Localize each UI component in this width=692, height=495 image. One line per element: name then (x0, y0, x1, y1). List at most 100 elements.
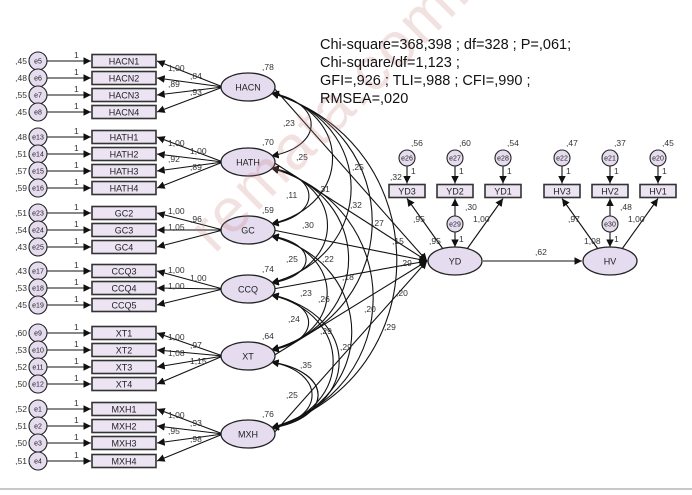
factor-loading: ,92 (168, 154, 180, 164)
indicator-box (436, 183, 474, 199)
indicator-box (91, 435, 157, 451)
indicator-label: HV2 (601, 186, 619, 196)
factor-loading: 1,05 (168, 222, 185, 232)
covariance-value: ,25 (286, 254, 298, 264)
covariance-value: ,22 (322, 254, 334, 264)
error-circle (446, 149, 464, 167)
error-label: e2 (34, 424, 42, 431)
fixed-weight: 1 (74, 219, 79, 229)
error-circle (398, 149, 416, 167)
indicator-label: MXH3 (111, 438, 136, 448)
indicator-label: HATH1 (110, 132, 139, 142)
indicator-box (91, 280, 157, 296)
indicator-xt1: XT1 (91, 325, 157, 341)
error-label: e11 (32, 365, 43, 372)
fixed-weight: 1 (74, 294, 79, 304)
indicator-mxh2: MXH2 (91, 418, 157, 434)
fixed-weight: 1 (411, 166, 416, 176)
bottom-divider (0, 488, 692, 490)
error-node-e23: e23 (28, 203, 48, 223)
indicator-box (91, 129, 157, 145)
indicator-box (639, 183, 677, 199)
factor-loading: 1,00 (168, 281, 185, 291)
error-label: e15 (32, 169, 44, 176)
indicator-box (91, 297, 157, 313)
endo-loading: ,97 (568, 214, 580, 224)
error-circle (28, 374, 48, 394)
loading-path (156, 229, 224, 249)
loading-path (156, 75, 224, 88)
error-node-e7: e7 (28, 85, 48, 105)
error-circle (28, 237, 48, 257)
fixed-weight: 1 (74, 432, 79, 442)
fixed-weight: 1 (74, 356, 79, 366)
indicator-mxh4: MXH4 (91, 453, 157, 469)
latent-gc: GC (220, 215, 276, 245)
error-label: e7 (34, 93, 42, 100)
covariance-arc (270, 233, 307, 286)
loading-path (156, 86, 224, 98)
loading-path (156, 161, 224, 174)
indicator-label: XT4 (116, 379, 133, 389)
factor-loading: ,98 (190, 434, 202, 444)
fixed-weight: 1 (74, 398, 79, 408)
error-node-e3: e3 (28, 433, 48, 453)
factor-loading: ,89 (168, 79, 180, 89)
error-node-e12: e12 (28, 374, 48, 394)
error-node-e19: e19 (28, 295, 48, 315)
fit-line-chi-df: Chi-square/df=1,123 ; (320, 55, 460, 71)
loading-path (156, 346, 224, 357)
fixed-weight: 1 (74, 126, 79, 136)
structural-path (272, 260, 428, 357)
error-label: e14 (32, 152, 44, 159)
loading-path (156, 86, 224, 113)
loading-path (406, 198, 444, 250)
error-variance: ,45 (15, 107, 27, 117)
error-node-e21: e21 (601, 149, 619, 167)
error-variance: ,45 (15, 56, 27, 66)
indicator-hath2: HATH2 (91, 146, 157, 162)
error-variance: ,52 (15, 404, 27, 414)
loading-path (156, 60, 224, 88)
error-circle (494, 149, 512, 167)
error-node-e10: e10 (28, 340, 48, 360)
indicator-ccq3: CCQ3 (91, 263, 157, 279)
path-coefficient: ,20 (396, 288, 408, 298)
error-label: e13 (32, 135, 44, 142)
indicator-label: XT1 (116, 328, 133, 338)
error-circle (28, 178, 48, 198)
endo-loading: 1,00 (628, 214, 645, 224)
disturbance-e30: e30 (601, 215, 619, 233)
indicator-label: GC4 (115, 242, 134, 252)
error-node-e13: e13 (28, 127, 48, 147)
error-label: e6 (34, 76, 42, 83)
fixed-weight: 1 (74, 322, 79, 332)
error-variance: ,50 (15, 438, 27, 448)
disturbance-e29: e29 (446, 215, 464, 233)
latent-ellipse (582, 246, 638, 276)
error-node-e15: e15 (28, 161, 48, 181)
fixed-weight: 1 (74, 101, 79, 111)
path-coefficient: ,29 (384, 322, 396, 332)
error-node-e1: e1 (28, 399, 48, 419)
fit-line-chi-square: Chi-square=368,398 ; df=328 ; P=,061; (320, 37, 572, 53)
factor-loading: 1,00 (168, 206, 185, 216)
latent-hacn: HACN (220, 72, 276, 102)
latent-label: HACN (235, 82, 261, 92)
error-circle (28, 451, 48, 471)
factor-loading: 1,00 (168, 63, 185, 73)
fixed-weight: 1 (74, 202, 79, 212)
error-variance: ,56 (411, 138, 423, 148)
error-variance: ,53 (15, 345, 27, 355)
factor-loading: ,97 (190, 340, 202, 350)
latent-xt: XT (220, 341, 276, 371)
indicator-mxh3: MXH3 (91, 435, 157, 451)
fixed-weight: 1 (74, 373, 79, 383)
error-node-e2: e2 (28, 416, 48, 436)
error-circle (28, 102, 48, 122)
indicator-box (91, 163, 157, 179)
error-variance: ,48 (15, 132, 27, 142)
indicator-label: YD2 (446, 186, 464, 196)
error-node-e6: e6 (28, 68, 48, 88)
